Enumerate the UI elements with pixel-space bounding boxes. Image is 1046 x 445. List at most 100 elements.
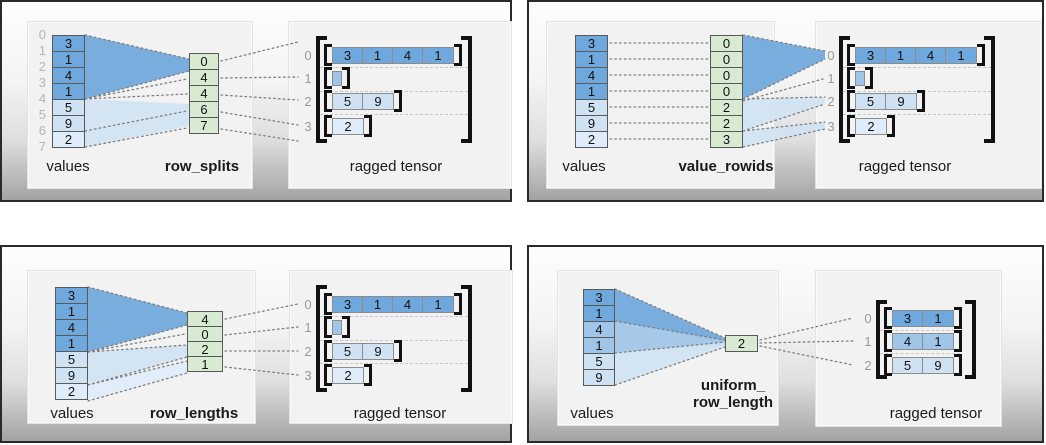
tensor-cell: 1 [423,296,453,312]
value-cell: 5 [55,351,88,368]
outer-left-bracket [316,285,327,392]
method-label: value_rowids [678,158,774,175]
row-index-label: 1 [864,333,872,349]
right-bracket [454,44,462,66]
right-bracket [342,67,350,89]
left-bracket [847,90,855,112]
row-id-cell: 3 [710,131,743,148]
left-bracket [324,67,332,89]
connectors-overlay [87,286,299,402]
row-index-label: 2 [304,93,312,109]
value-cell: 3 [52,35,85,52]
empty-row-chip [855,70,865,86]
boundary-index: 5 [38,107,46,122]
outer-right-bracket [965,300,976,379]
value-cell: 1 [583,337,615,354]
method-label: row_splits [164,158,240,175]
row-id-cell: 0 [710,35,743,52]
fan-light [615,342,725,385]
row-separator [320,114,468,115]
value-cell: 1 [55,335,88,352]
tensor-cell: 2 [333,367,363,383]
row-index-label: 1 [304,319,312,335]
tensor-cell: 4 [893,333,923,349]
row-index-label: 3 [827,118,835,134]
row-cells [855,70,865,86]
outer-left-bracket [839,36,850,143]
connectors-overlay [84,34,299,148]
row-cells: 2 [855,117,887,135]
row-id-cell: 0 [710,67,743,84]
row-index-label: 1 [827,70,835,86]
right-bracket [954,307,962,329]
row-index-label: 0 [827,47,835,63]
left-bracket [324,364,332,386]
row-cells: 2 [332,366,364,384]
outer-left-bracket [316,36,327,143]
left-bracket [324,316,332,338]
left-bracket [884,307,892,329]
empty-row-chip [332,319,342,335]
fan-light-2 [743,122,825,147]
tensor-cell: 1 [923,310,953,326]
tensor-cell: 1 [423,47,453,63]
ragged-row: 1 [823,67,873,89]
left-bracket [847,67,855,89]
fan-dark [615,289,725,343]
row-index-label: 3 [304,118,312,134]
value-cell: 9 [52,115,85,132]
tensor-cell: 9 [363,93,393,109]
value-cell: 1 [52,83,85,100]
tensor-cell: 3 [856,47,886,63]
right-bracket [977,44,985,66]
tensor-cell: 4 [393,296,423,312]
tensor-cell: 1 [946,47,976,63]
boundary-index: 7 [38,139,46,154]
value-cell: 4 [55,319,88,336]
row-length-cell: 4 [187,311,223,327]
left-bracket [324,90,332,112]
right-bracket [394,90,402,112]
value-cell: 3 [583,289,615,306]
values-label: values [562,158,606,175]
fan-dark [743,35,825,99]
tensor-cell: 1 [923,333,953,349]
tensor-cell: 2 [856,118,886,134]
row-index-label: 0 [304,47,312,63]
fan-light [85,99,189,147]
values-label: values [50,405,94,422]
value-cell: 5 [583,353,615,370]
uniform-length-cell: 2 [725,335,758,352]
value-cell: 4 [575,67,608,84]
connectors-overlay [609,34,826,148]
boundary-index: 0 [38,27,46,42]
value-cell: 2 [52,131,85,148]
row-separator [320,316,468,317]
empty-row-chip [332,70,342,86]
method-label-line-1: uniform_ [700,377,766,394]
value-cell: 1 [583,305,615,322]
tensor-cell: 3 [333,47,363,63]
tensor-cell: 3 [333,296,363,312]
tensor-cell: 1 [886,47,916,63]
row-length-cell: 2 [187,341,223,357]
row-split-cell: 4 [189,69,219,86]
row-cells [332,319,342,335]
row-index-label: 3 [304,367,312,383]
fan-dark [88,287,187,352]
